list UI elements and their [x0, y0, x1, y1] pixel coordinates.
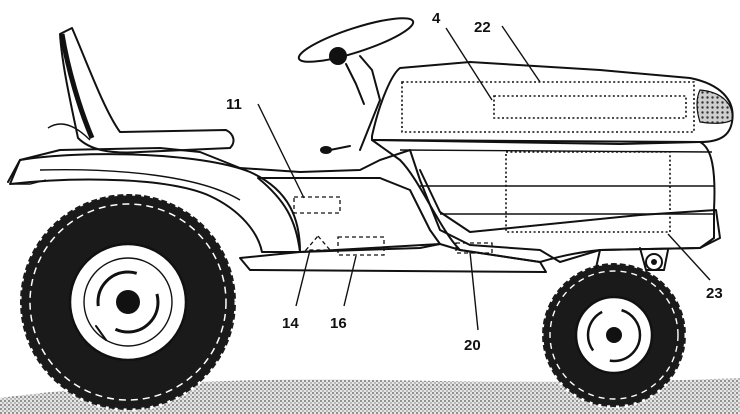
- tractor-body: [7, 17, 734, 273]
- callout-16: 16: [330, 315, 347, 332]
- callout-23: 23: [706, 285, 723, 302]
- decal-side-large: [505, 151, 671, 233]
- leader-lines: [257, 25, 711, 331]
- callout-20: 20: [464, 337, 481, 354]
- decal-outlines: [293, 81, 695, 256]
- callout-labels: 4 22 11 14 16 20 23: [226, 10, 723, 354]
- decal-16: [337, 236, 385, 256]
- decal-4: [493, 95, 687, 119]
- decal-14-triangle: [304, 235, 332, 251]
- decal-20: [455, 242, 493, 254]
- callout-4: 4: [432, 10, 441, 27]
- decal-11: [293, 196, 341, 214]
- rear-wheel: [18, 192, 238, 412]
- callout-14: 14: [282, 315, 299, 332]
- callout-11: 11: [226, 96, 242, 113]
- decal-hood-large: [401, 81, 695, 133]
- callout-22: 22: [474, 19, 491, 36]
- front-wheel: [540, 261, 688, 409]
